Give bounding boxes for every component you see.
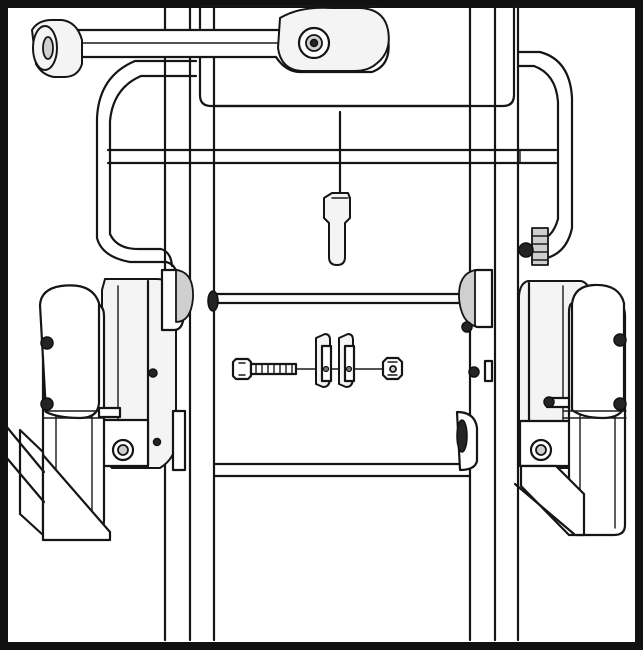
- bolt-threads: [255, 363, 293, 375]
- cable-end-icon: [323, 192, 351, 266]
- left-guard-outer: [95, 59, 198, 240]
- left-caster-bolt-head: [117, 444, 129, 456]
- right-adjuster-knurling: [531, 235, 549, 261]
- handle-end-cap-inner: [42, 36, 54, 60]
- right-guard-bottom-outer: [545, 226, 574, 260]
- left-axle-end: [207, 290, 219, 312]
- left-upper-roller-icon: [175, 269, 194, 323]
- left-base-rail-top: [4, 424, 46, 474]
- right-side-guard: [516, 50, 574, 260]
- right-guard-inner: [516, 64, 560, 221]
- right-fastener-a: [461, 321, 473, 333]
- right-fastener-b: [468, 366, 480, 378]
- right-caster-bolt-head: [535, 444, 547, 456]
- right-adjuster-pin: [518, 242, 534, 258]
- bolt-head-facets: [238, 362, 246, 376]
- left-clamp-screw-bottom: [40, 397, 54, 411]
- bolt-icon: [231, 357, 298, 381]
- right-clamp-screw-top: [613, 333, 627, 347]
- left-guard-bottom-inner: [108, 232, 174, 268]
- right-spacer-face: [343, 344, 356, 383]
- left-lower-spacer: [171, 409, 187, 472]
- left-pulley-bracket: [90, 268, 219, 472]
- right-upper-roller-icon: [458, 269, 476, 327]
- main-frame: [106, 4, 558, 642]
- left-caster-arm: [4, 284, 122, 542]
- right-guard-outer: [517, 50, 574, 230]
- left-base-rail-bottom: [4, 455, 46, 504]
- bolt-head: [231, 357, 253, 381]
- cable-assembly: [323, 110, 351, 266]
- left-spacer-face: [320, 344, 333, 383]
- pull-handle: [31, 6, 390, 78]
- left-fastener-b: [152, 437, 162, 447]
- handle-pivot-plate: [277, 6, 390, 72]
- nut-hole: [389, 365, 397, 373]
- nut-facets: [387, 361, 398, 376]
- right-base-rail: [513, 482, 576, 536]
- nut-icon: [381, 356, 404, 381]
- left-fastener-a: [148, 368, 158, 378]
- right-fastener-block: [483, 359, 494, 383]
- right-lower-roller-shadow: [456, 419, 468, 453]
- spacer-icon: [315, 333, 356, 388]
- left-spacer-hole: [322, 365, 330, 373]
- left-base-bracket: [41, 453, 112, 542]
- left-clamp-pin: [97, 406, 122, 419]
- left-side-guard: [95, 59, 198, 280]
- left-clamp-screw-top: [40, 336, 54, 350]
- pivot-bolt-center: [309, 38, 319, 48]
- hardware-explosion: [231, 333, 404, 388]
- right-clamp-screw-bottom: [613, 397, 627, 411]
- left-clamp-icon: [38, 284, 101, 420]
- right-clamp-icon: [570, 283, 626, 420]
- right-clamp-pin-head: [543, 396, 555, 408]
- right-base-bracket: [519, 464, 586, 537]
- right-caster-arm: [513, 283, 627, 537]
- left-guard-inner: [108, 74, 198, 236]
- right-spacer-hole: [345, 365, 353, 373]
